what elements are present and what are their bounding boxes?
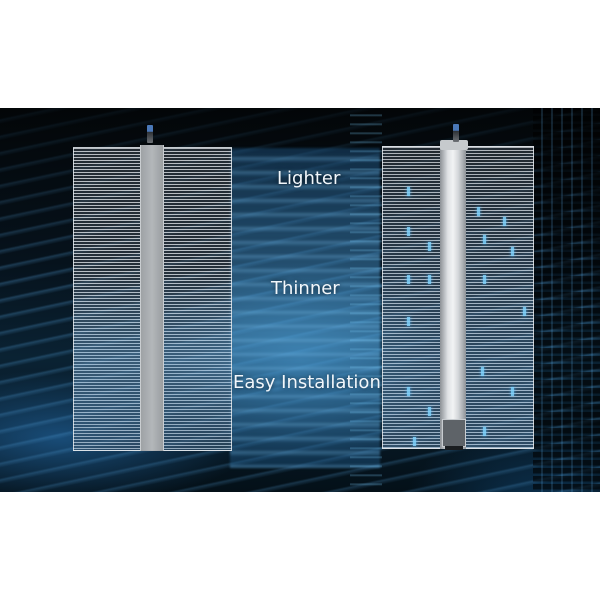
- connector-plug-icon: [147, 125, 153, 143]
- server-rack-glow: [230, 148, 380, 468]
- profile-top-cap: [440, 140, 468, 150]
- profile-foot: [442, 419, 466, 450]
- aluminium-profile: [440, 145, 466, 450]
- feature-lighter: Lighter: [277, 168, 341, 189]
- data-dots-column: [350, 108, 382, 492]
- led-film-panel-left: [73, 145, 232, 451]
- data-dots-background: [533, 108, 600, 492]
- feature-thinner: Thinner: [271, 278, 340, 299]
- led-film-panel-right: [382, 145, 534, 450]
- panel-center-spine: [140, 145, 164, 451]
- connector-plug-icon: [453, 124, 459, 142]
- product-banner: Lighter Thinner Easy Installation: [0, 108, 600, 492]
- feature-easy-installation: Easy Installation: [233, 372, 381, 393]
